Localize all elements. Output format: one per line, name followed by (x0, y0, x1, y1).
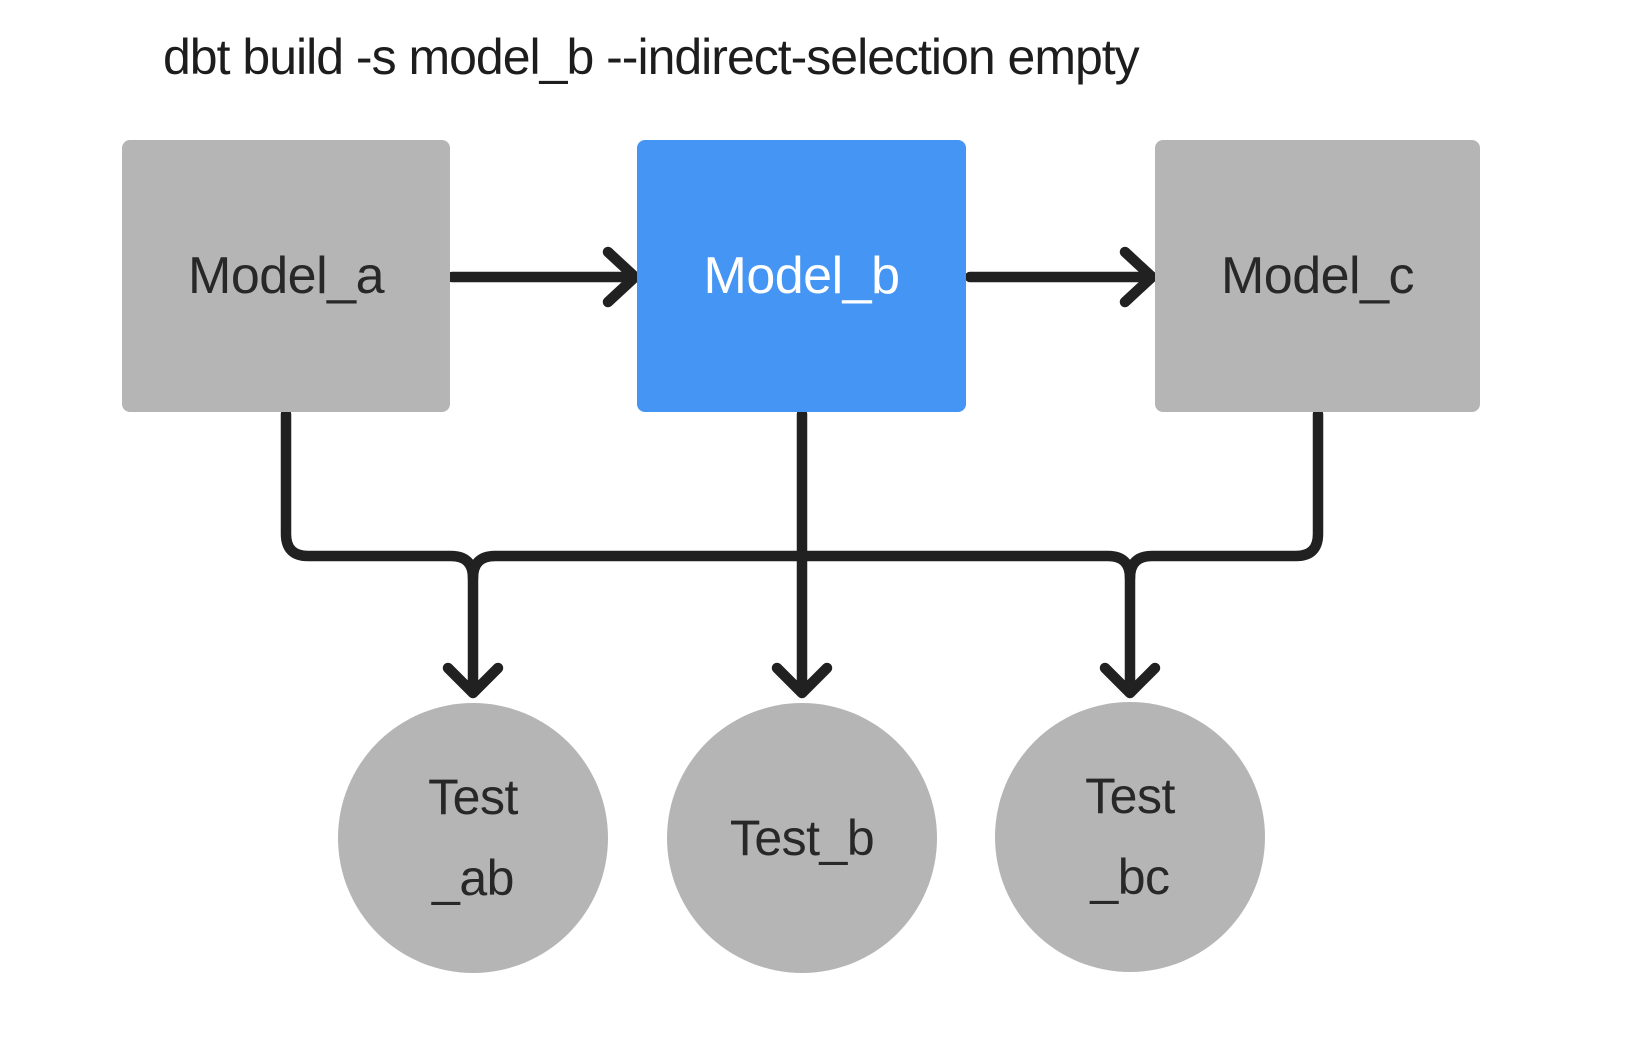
node-test-ab-label: Test _ab (428, 769, 518, 906)
edge-model-b-to-test-ab (467, 550, 808, 584)
diagram-title: dbt build -s model_b --indirect-selectio… (163, 29, 1140, 85)
node-model-b-label: Model_b (703, 247, 900, 305)
node-model-a-label: Model_a (188, 247, 384, 305)
node-test-b[interactable]: Test_b (667, 703, 937, 973)
node-model-c-label: Model_c (1220, 247, 1415, 305)
node-test-bc[interactable]: Test _bc (995, 702, 1265, 972)
node-test-bc-label: Test _bc (1085, 768, 1175, 905)
node-model-c[interactable]: Model_c (1155, 140, 1480, 412)
node-model-a[interactable]: Model_a (122, 140, 450, 412)
node-test-b-label: Test_b (729, 809, 875, 866)
edge-model-b-to-test-bc (796, 550, 1136, 584)
node-model-b[interactable]: Model_b (637, 140, 966, 412)
node-test-ab[interactable]: Test _ab (338, 703, 608, 973)
edge-model-b-to-model-c (964, 246, 1158, 308)
edge-model-a-to-test-ab (280, 408, 504, 699)
edge-model-c-to-test-bc (1099, 408, 1324, 699)
edge-model-a-to-model-b (446, 246, 641, 308)
